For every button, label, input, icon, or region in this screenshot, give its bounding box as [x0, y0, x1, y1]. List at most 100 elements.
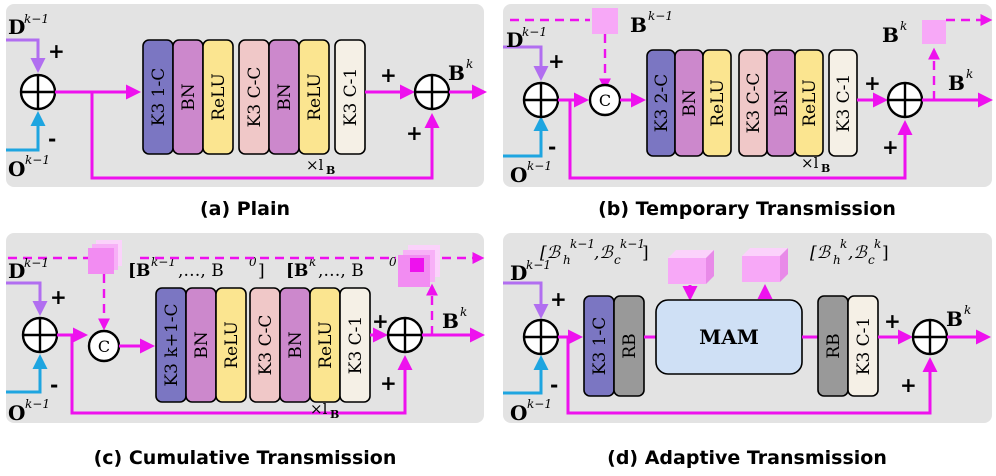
svg-text:k: k	[309, 255, 316, 269]
o-input-line-b	[503, 116, 549, 158]
o-input-line	[6, 111, 46, 152]
svg-text:[B: [B	[128, 261, 150, 281]
block-k3-last-d: K3 C-1	[847, 295, 879, 397]
d-input-line-d	[503, 281, 549, 319]
svg-text:RB: RB	[824, 333, 844, 358]
block-rb-first-d: RB	[613, 295, 645, 397]
d-superscript: k−1	[24, 12, 49, 26]
block-bn-2-b: BN	[766, 49, 796, 157]
svg-text:ReLU: ReLU	[222, 321, 242, 369]
svg-text:,ℬ: ,ℬ	[848, 243, 868, 263]
plus-sign-b: +	[548, 49, 565, 73]
minus-sign-c: -	[50, 373, 58, 397]
repeat-subscript-b: B	[821, 162, 830, 175]
o-symbol-d: O	[510, 401, 527, 425]
block-relu-c: ReLU	[215, 287, 247, 403]
block-bn-c: BN	[185, 287, 217, 403]
concat-node-b: C	[588, 83, 622, 117]
block-bn-2: BN	[268, 39, 300, 155]
block-k3-mid: K3 C-C	[238, 39, 270, 155]
block-k3-first-c: K3 k+1-C	[155, 287, 187, 403]
d-input-line	[6, 38, 46, 73]
b-out-symbol-c: B	[442, 309, 459, 333]
svg-text:,…, B: ,…, B	[178, 261, 224, 281]
svg-text:0: 0	[389, 255, 397, 269]
svg-text:BN: BN	[179, 83, 199, 110]
panel-b: B k−1 D k−1 + - O k−1 C K3 2-C BN	[503, 4, 993, 220]
skip-connection-line-b	[568, 100, 913, 180]
block-k3-mid-b: K3 C-C	[738, 49, 768, 157]
minus-sign-b: -	[548, 135, 556, 159]
block-bn: BN	[172, 39, 204, 155]
o-superscript-d: k−1	[527, 397, 552, 411]
add-node	[413, 73, 451, 111]
svg-text:[B: [B	[286, 261, 308, 281]
b-symbol: B	[448, 61, 465, 85]
d-superscript-c: k−1	[24, 256, 49, 270]
b-cur-superscript: k	[900, 19, 907, 33]
block-k3-first-d: K3 1-C	[583, 295, 615, 397]
cur-list-cubes	[398, 245, 440, 287]
panel-a: D k−1 + - O k−1 K3 1-C BN ReLU K3 C-C	[6, 4, 487, 220]
mam-module: MAM	[655, 299, 803, 375]
b-out-symbol-d: B	[946, 307, 963, 331]
prev-list-label: [B k−1 ,…, B 0 ]	[128, 255, 265, 281]
prev-state-label: [ℬ h k−1 ,ℬ c k−1 ]	[540, 237, 649, 267]
svg-text:k: k	[874, 237, 881, 251]
svg-text:[ℬ: [ℬ	[540, 243, 562, 263]
o-superscript-c: k−1	[25, 397, 50, 411]
svg-text:K3 1-C: K3 1-C	[590, 317, 610, 376]
b-cur-symbol: B	[882, 23, 899, 47]
svg-text:ReLU: ReLU	[209, 73, 229, 121]
svg-text:h: h	[563, 253, 571, 267]
subtract-node-b	[522, 81, 560, 119]
svg-text:MAM: MAM	[699, 325, 759, 349]
block-k3-first: K3 1-C	[142, 39, 174, 155]
svg-text:k−1: k−1	[620, 237, 645, 251]
d-symbol: D	[8, 15, 25, 39]
d-symbol-d: D	[510, 261, 527, 285]
b-out-superscript-c: k	[460, 305, 467, 319]
prev-state-square	[592, 8, 618, 34]
b-prev-symbol: B	[630, 13, 647, 37]
plus-sign-skip-c: +	[380, 371, 397, 395]
block-k3-mid-c: K3 C-C	[249, 287, 281, 403]
block-relu-2-b: ReLU	[794, 49, 824, 157]
svg-text:BN: BN	[192, 331, 212, 358]
block-k3-last-b: K3 C-1	[828, 49, 858, 157]
caption-b: (b) Temporary Transmission	[598, 198, 896, 220]
plus-sign-out: +	[380, 63, 397, 87]
repeat-label: ×l	[306, 156, 324, 174]
cur-state-square	[922, 20, 946, 44]
cur-state-label: [ℬ h k ,ℬ c k ]	[810, 237, 889, 267]
skip-connection-line-c	[70, 335, 413, 415]
cur-state-cube	[742, 248, 788, 282]
d-input-line-b	[503, 45, 549, 81]
d-superscript-b: k−1	[522, 25, 547, 39]
b-superscript: k	[466, 57, 473, 71]
svg-text:,ℬ: ,ℬ	[594, 243, 614, 263]
b-prev-superscript: k−1	[648, 9, 673, 23]
svg-text:K3 k+1-C: K3 k+1-C	[162, 303, 182, 386]
svg-text:k: k	[840, 237, 847, 251]
svg-text:BN: BN	[286, 331, 306, 358]
subtract-node-c	[21, 316, 59, 354]
svg-text:c: c	[868, 253, 875, 267]
o-symbol-b: O	[510, 163, 527, 187]
svg-text:]: ]	[882, 243, 889, 263]
svg-text:ReLU: ReLU	[305, 73, 325, 121]
b-out-symbol: B	[948, 71, 965, 95]
caption-a: (a) Plain	[200, 198, 290, 220]
plus-sign-out-b: +	[864, 71, 881, 95]
plus-sign-skip: +	[406, 121, 423, 145]
skip-connection-line	[90, 92, 440, 180]
svg-text:BN: BN	[680, 89, 700, 116]
minus-sign: -	[48, 127, 56, 151]
subtract-node-d	[522, 318, 560, 356]
svg-text:ReLU: ReLU	[800, 79, 820, 127]
block-k3-last-c: K3 C-1	[339, 287, 371, 403]
o-input-line-c	[6, 354, 48, 394]
prev-state-cube	[668, 250, 714, 284]
svg-text:BN: BN	[772, 89, 792, 116]
